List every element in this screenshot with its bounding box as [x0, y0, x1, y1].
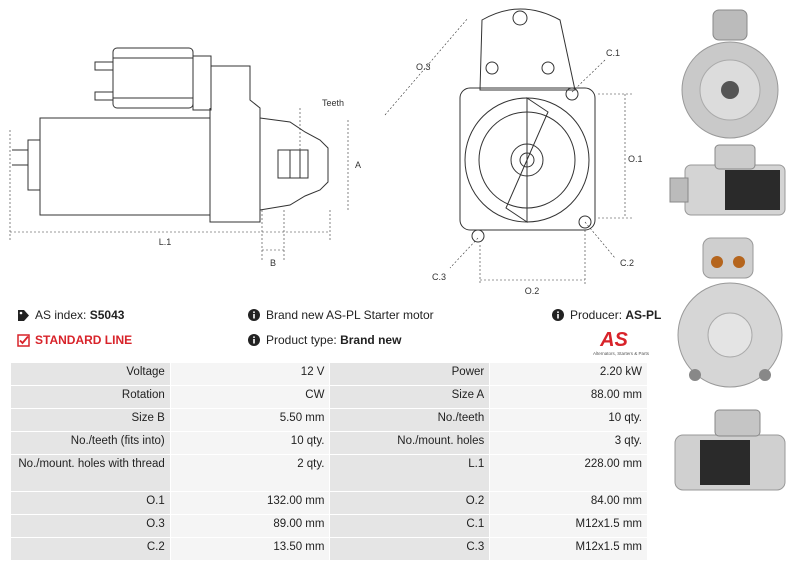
spec-label: No./mount. holes [329, 431, 491, 455]
product-photos [669, 9, 786, 491]
line-row: STANDARD LINE [16, 333, 132, 347]
spec-label: O.1 [10, 491, 171, 515]
side-view-drawing [12, 47, 329, 223]
product-type-value: Brand new [340, 333, 402, 347]
info-icon [247, 308, 261, 322]
spec-value: 12 V [169, 362, 331, 386]
spec-value: 2 qty. [169, 454, 331, 492]
product-photo-rear [677, 237, 783, 388]
spec-value: 84.00 mm [489, 491, 648, 515]
spec-label: Size B [10, 408, 171, 432]
product-photo-side [669, 144, 786, 216]
product-type-label: Product type: [266, 333, 337, 347]
as-index-label: AS index: [35, 308, 87, 322]
spec-label: No./mount. holes with thread [10, 454, 171, 492]
dim-a-label: A [355, 160, 361, 170]
dim-o3-label: O.3 [416, 62, 431, 72]
brand-text: Brand new AS-PL Starter motor [266, 308, 434, 322]
spec-label: No./teeth (fits into) [10, 431, 171, 455]
spec-value: 89.00 mm [169, 514, 331, 538]
dim-c1-label: C.1 [606, 48, 620, 58]
spec-label: Rotation [10, 385, 171, 409]
table-row: Voltage 12 V Power 2.20 kW [10, 362, 648, 386]
producer-row: Producer: AS-PL [551, 308, 661, 322]
table-row: C.2 13.50 mm C.3 M12x1.5 mm [10, 537, 648, 561]
spec-label: O.2 [329, 491, 491, 515]
spec-label: L.1 [329, 454, 491, 492]
product-info: AS index: S5043 STANDARD LINE Brand new … [0, 306, 661, 356]
producer-value: AS-PL [625, 308, 662, 322]
brand-row: Brand new AS-PL Starter motor [247, 308, 434, 322]
table-row: Rotation CW Size A 88.00 mm [10, 385, 648, 409]
table-row: No./mount. holes with thread 2 qty. L.1 … [10, 454, 648, 492]
spec-value: M12x1.5 mm [489, 514, 648, 538]
dim-o2-label: O.2 [525, 286, 540, 296]
dim-c3-label: C.3 [432, 272, 446, 282]
info-icon [551, 308, 565, 322]
specs-table: Voltage 12 V Power 2.20 kW Rotation CW S… [10, 362, 648, 561]
front-view-drawing [459, 8, 596, 243]
logo-tagline: Alternators, Starters & Parts [593, 351, 650, 356]
spec-label: O.3 [10, 514, 171, 538]
logo-mark: AS [599, 329, 628, 351]
table-row: O.3 89.00 mm C.1 M12x1.5 mm [10, 514, 648, 538]
spec-value: 13.50 mm [169, 537, 331, 561]
technical-drawing: L.1 A B Teeth O.3 C.1 O.1 C.3 C.2 O.2 [9, 8, 643, 296]
as-index-value: S5043 [89, 308, 125, 322]
spec-value: M12x1.5 mm [489, 537, 648, 561]
spec-label: C.2 [10, 537, 171, 561]
table-row: Size B 5.50 mm No./teeth 10 qty. [10, 408, 648, 432]
tag-icon [16, 308, 30, 322]
dim-b-label: B [270, 258, 276, 268]
spec-value: 88.00 mm [489, 385, 648, 409]
spec-label: Size A [329, 385, 491, 409]
dim-l1-label: L.1 [159, 237, 172, 247]
spec-value: 2.20 kW [489, 362, 648, 386]
spec-value: CW [169, 385, 331, 409]
checkbox-icon [16, 333, 30, 347]
product-photo-angle [674, 409, 786, 491]
info-icon [247, 333, 261, 347]
spec-label: C.1 [329, 514, 491, 538]
standard-line-label: STANDARD LINE [35, 333, 133, 347]
spec-label: Voltage [10, 362, 171, 386]
spec-value: 10 qty. [169, 431, 331, 455]
as-index-row: AS index: S5043 [16, 308, 124, 322]
spec-value: 228.00 mm [489, 454, 648, 492]
dim-o1-label: O.1 [628, 154, 643, 164]
spec-label: No./teeth [329, 408, 491, 432]
spec-label: C.3 [329, 537, 491, 561]
spec-label: Power [329, 362, 491, 386]
table-row: No./teeth (fits into) 10 qty. No./mount.… [10, 431, 648, 455]
spec-value: 132.00 mm [169, 491, 331, 515]
spec-value: 10 qty. [489, 408, 648, 432]
producer-label: Producer: [570, 308, 623, 322]
dim-c2-label: C.2 [620, 258, 634, 268]
product-photo-front [681, 9, 779, 139]
spec-value: 5.50 mm [169, 408, 331, 432]
product-type-row: Product type: Brand new [247, 333, 401, 347]
table-row: O.1 132.00 mm O.2 84.00 mm [10, 491, 648, 515]
spec-value: 3 qty. [489, 431, 648, 455]
as-pl-logo: AS Alternators, Starters & Parts [593, 329, 650, 356]
teeth-label: Teeth [322, 98, 344, 108]
